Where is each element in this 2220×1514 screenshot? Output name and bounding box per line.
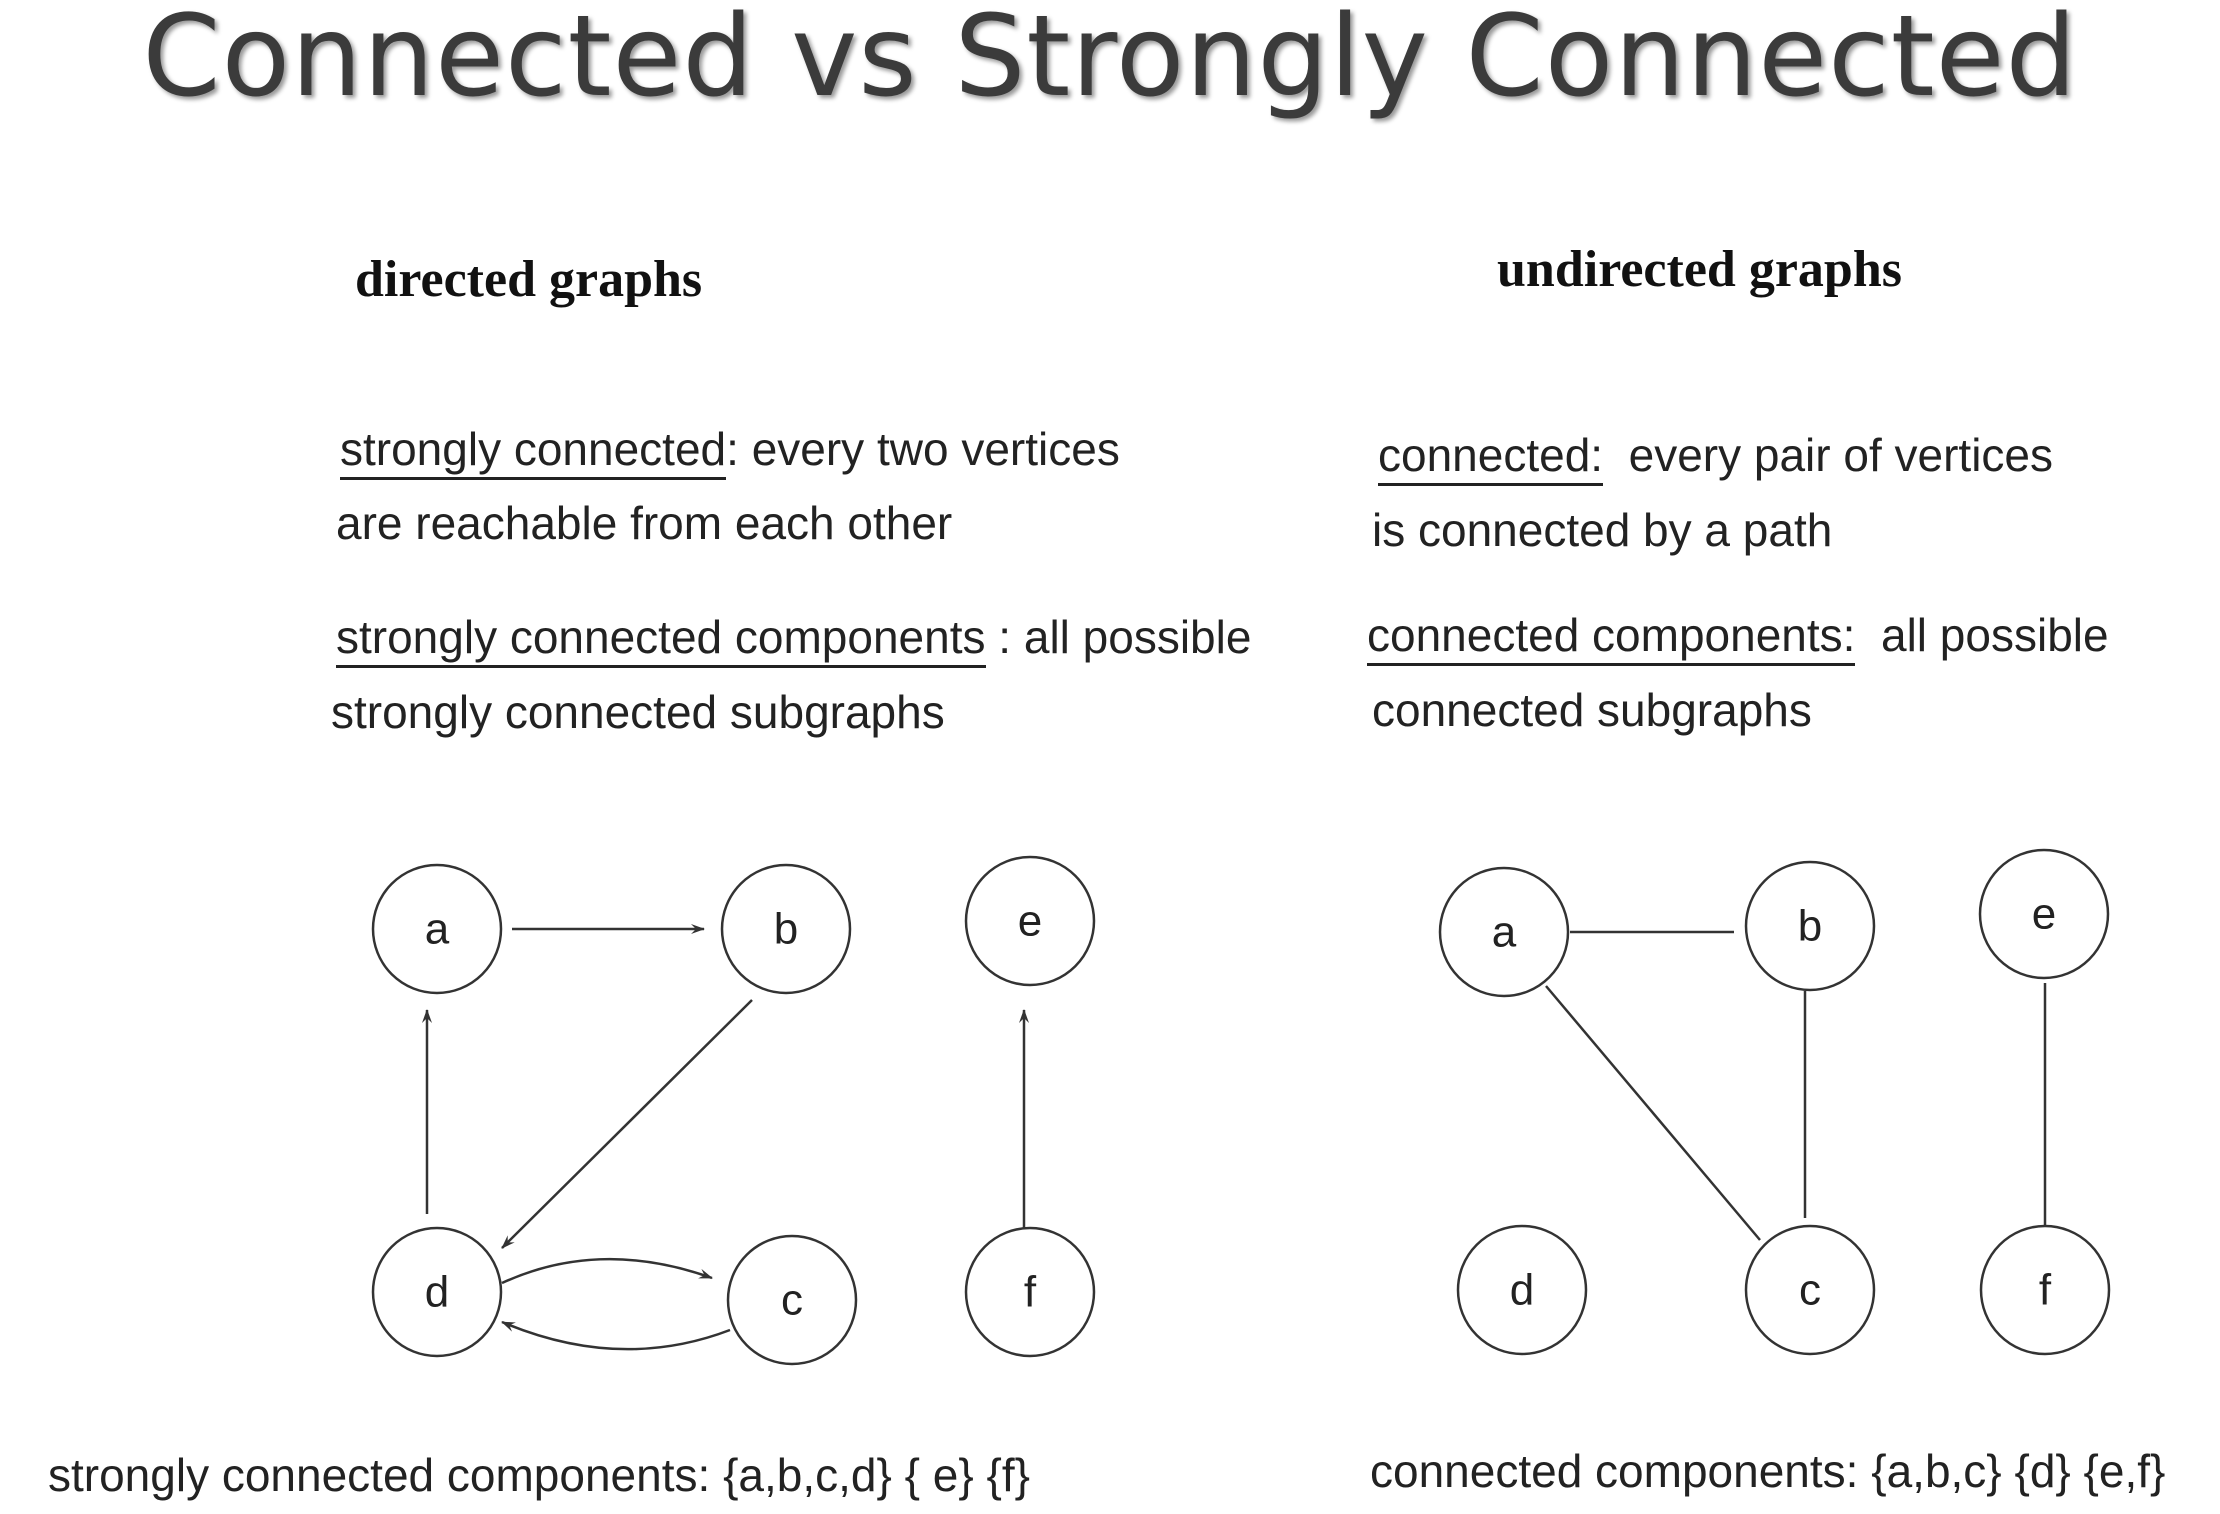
cc-rest: all possible — [1881, 609, 2109, 661]
scc-rest: : all possible — [985, 611, 1252, 663]
connected-definition: connected: every pair of vertices — [1378, 428, 2054, 486]
node-label: e — [1018, 897, 1042, 946]
undirected-graphs-heading: undirected graphs — [1497, 241, 1902, 298]
cc-definition: connected components: all possible — [1367, 608, 2109, 666]
strongly-connected-term: strongly connected — [340, 423, 727, 480]
undirected-node-b: b — [1744, 860, 1876, 992]
directed-edges — [422, 924, 1029, 1351]
strongly-connected-definition-line2: are reachable from each other — [336, 497, 953, 549]
directed-node-f: f — [964, 1226, 1096, 1358]
scc-definition-line2: strongly connected subgraphs — [331, 686, 945, 738]
strongly-connected-colon: : — [726, 423, 739, 475]
edge-a-c — [1545, 985, 1761, 1241]
node-label: d — [1510, 1266, 1534, 1315]
node-label: d — [425, 1268, 449, 1317]
node-label: a — [425, 905, 450, 954]
node-label: b — [774, 905, 798, 954]
edge-c-d — [501, 1320, 731, 1351]
node-label: c — [781, 1276, 803, 1325]
node-label: f — [2039, 1266, 2052, 1315]
connected-definition-line2: is connected by a path — [1372, 504, 1833, 556]
node-label: c — [1799, 1266, 1821, 1315]
edge-b-d — [501, 999, 753, 1249]
edge-d-c — [501, 1257, 713, 1285]
directed-node-c: c — [726, 1234, 858, 1366]
strongly-connected-rest: every two vertices — [738, 423, 1120, 475]
cc-definition-line2: connected subgraphs — [1372, 684, 1812, 736]
directed-node-a: a — [371, 863, 503, 995]
directed-summary: strongly connected components: {a,b,c,d}… — [48, 1449, 1031, 1501]
connected-term: connected: — [1378, 429, 1604, 486]
connected-rest: every pair of vertices — [1628, 429, 2054, 481]
undirected-node-c: c — [1744, 1224, 1876, 1356]
node-label: b — [1798, 902, 1822, 951]
undirected-summary: connected components: {a,b,c} {d} {e,f} — [1370, 1445, 2166, 1497]
undirected-node-f: f — [1979, 1224, 2111, 1356]
undirected-node-a: a — [1438, 866, 1570, 998]
scc-term: strongly connected components — [336, 611, 986, 668]
node-label: e — [2032, 890, 2056, 939]
slide-title: Connected vs Strongly Connected — [142, 0, 2078, 122]
scc-definition: strongly connected components : all poss… — [336, 610, 1252, 668]
undirected-node-d: d — [1456, 1224, 1588, 1356]
directed-graphs-heading: directed graphs — [355, 251, 703, 308]
strongly-connected-definition: strongly connected: every two vertices — [340, 422, 1120, 480]
node-label: a — [1492, 908, 1517, 957]
cc-term: connected components: — [1367, 609, 1856, 666]
node-label: f — [1024, 1268, 1037, 1317]
directed-node-e: e — [964, 855, 1096, 987]
directed-node-d: d — [371, 1226, 503, 1358]
undirected-node-e: e — [1978, 848, 2110, 980]
undirected-edges — [1545, 930, 2047, 1241]
directed-node-b: b — [720, 863, 852, 995]
